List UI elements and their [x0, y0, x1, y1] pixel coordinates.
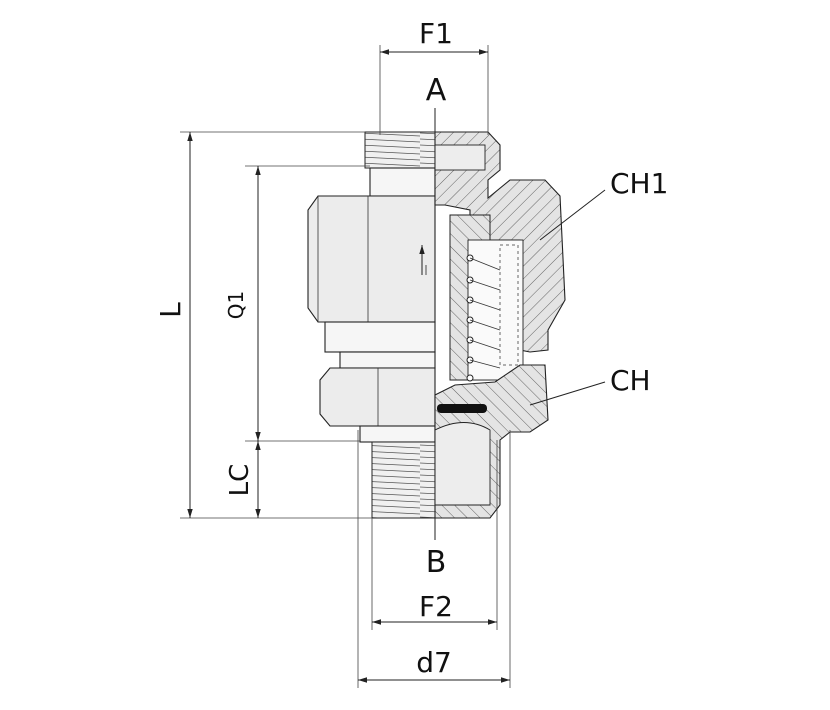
dimension-d7 [357, 430, 511, 688]
dimension-l [180, 131, 372, 519]
exterior-view [307, 131, 436, 519]
hex-body-ch [319, 367, 436, 427]
dimension-f1 [379, 45, 489, 135]
leader-ch [529, 381, 606, 406]
label-q1: Q1 [224, 291, 248, 319]
hex-nut-ch1 [307, 195, 436, 323]
bottom-thread [371, 441, 436, 519]
section-view [419, 131, 566, 519]
leader-ch1 [539, 189, 606, 241]
collar [324, 321, 436, 353]
dimension-f2 [371, 440, 498, 630]
label-f2: F2 [419, 590, 453, 623]
label-l: L [154, 302, 187, 318]
spring [466, 254, 501, 382]
label-ch: CH [610, 364, 651, 397]
top-neck [369, 167, 436, 197]
label-b: B [426, 545, 447, 580]
label-a: A [426, 73, 447, 108]
label-lc: LC [225, 464, 255, 497]
o-ring-seal [437, 404, 487, 413]
label-d7: d7 [416, 646, 452, 679]
label-ch1: CH1 [610, 167, 668, 200]
label-f1: F1 [419, 17, 453, 50]
top-thread [364, 131, 436, 169]
dimension-q1 [245, 165, 370, 442]
